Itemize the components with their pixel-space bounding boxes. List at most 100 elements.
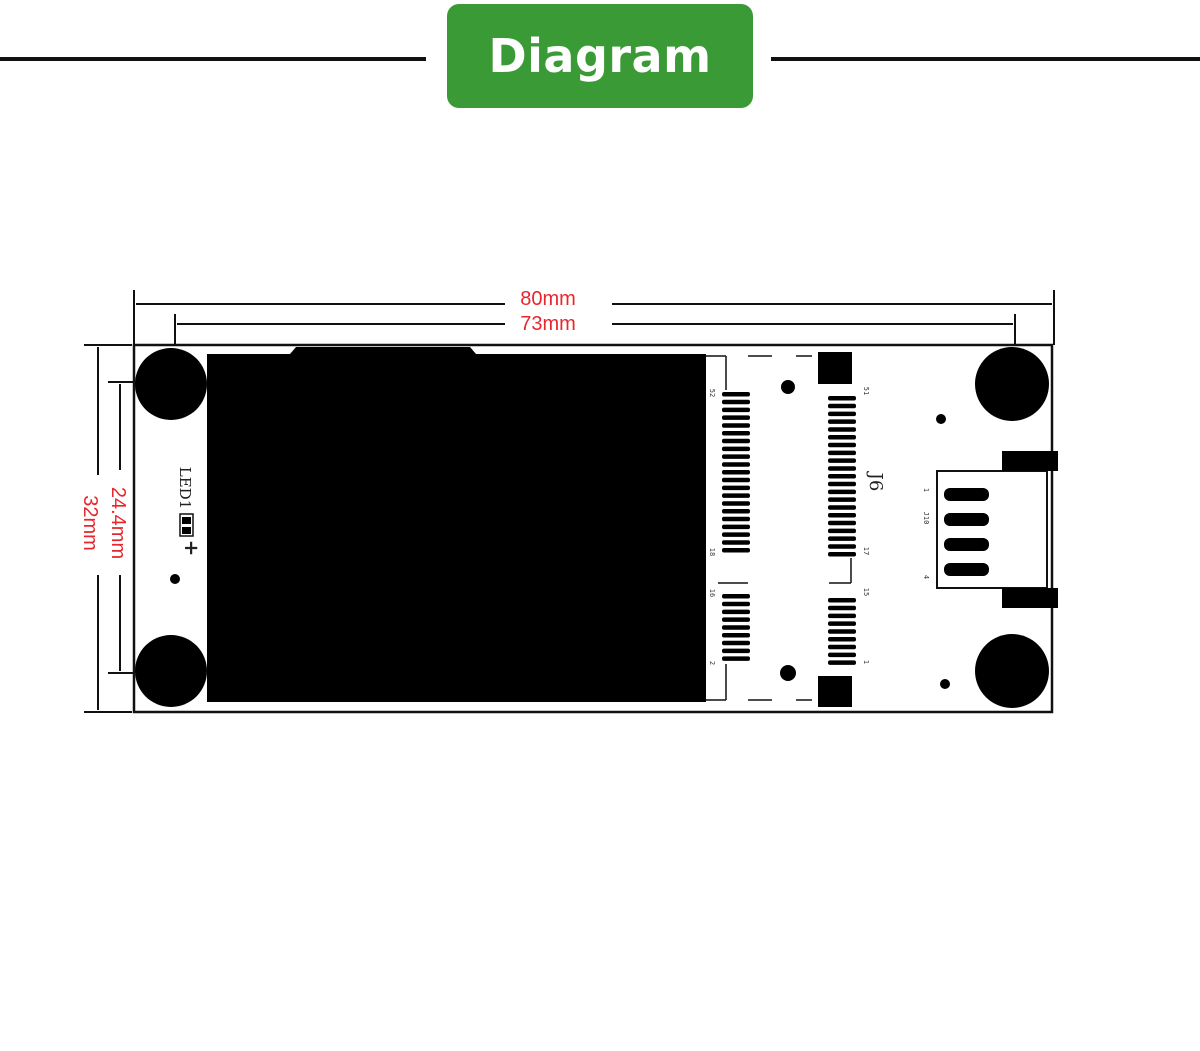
connector-pad [828,458,856,463]
connector-pad [828,621,856,626]
svg-text:51: 51 [862,387,870,395]
led-footprint [179,513,194,537]
via-dot [940,679,950,689]
connector-pad [722,609,750,615]
connector-pad [722,392,750,397]
connector-pad [828,652,856,658]
connector-pad [828,513,856,518]
connector-pads-left-top [722,392,750,553]
connector-pad [722,423,750,428]
connector-pad [722,548,750,553]
connector-pad [828,411,856,417]
connector-anchor-top [818,352,852,384]
connector-pad [828,466,856,471]
connector-pad [722,454,750,459]
page-title: Diagram [488,29,712,83]
connector-pad [722,633,750,638]
connector-pad [828,396,856,401]
svg-text:18: 18 [708,548,716,556]
via-dot [936,414,946,424]
svg-text:1: 1 [862,660,870,664]
connector-pad [828,544,856,549]
connector-pad [722,594,750,599]
connector-pad [828,450,856,456]
connector-pad [722,438,750,444]
connector-pad [722,399,750,405]
module-block [207,347,706,702]
connector-pad [828,613,856,619]
mounting-hole-top-left [135,348,207,420]
via-dot [780,665,796,681]
connector-pad [722,540,750,545]
connector-pad [828,505,856,510]
connector-pad [828,481,856,487]
connector-pad [722,509,750,514]
led-label: LED1 [176,467,194,509]
connector-pad [722,415,750,420]
connector-anchor-bottom [818,676,852,707]
mounting-hole-bottom-right [975,634,1049,708]
height-32-label: 32mm [79,495,101,551]
mounting-hole-top-right [975,347,1049,421]
connector-pad [722,640,750,646]
connector-pad [828,489,856,495]
svg-text:15: 15 [862,588,870,596]
connector-pad [828,605,856,611]
connector-pad [828,403,856,409]
connector-pads-right-top [828,396,856,557]
svg-text:4: 4 [922,575,930,579]
connector-pad [722,516,750,522]
mounting-holes [135,347,1049,708]
connector-pad [828,474,856,479]
connector-pads-left-bottom [722,594,750,661]
connector-pad [722,501,750,506]
connector-pad [722,407,750,413]
connector-pad [722,656,750,661]
led-polarity: + [180,540,204,557]
j6-label: J6 [865,471,886,492]
connector-pad [828,629,856,634]
j10-label: J10 [922,512,930,525]
connector-pad [722,601,750,607]
connector-pad [722,462,750,467]
connector-pad [722,493,750,498]
via-dot [781,380,795,394]
connector-pad [828,435,856,440]
connector-pad [828,637,856,642]
connector-pad [722,648,750,654]
height-24-label: 24.4mm [107,487,129,559]
connector-pad [828,419,856,424]
svg-text:1: 1 [922,488,930,492]
connector-pad [828,520,856,526]
connector-pad [722,431,750,436]
connector-pads-right-bottom [828,598,856,665]
header-rule-right [771,57,1200,61]
usb-pin [944,538,989,551]
title-badge: Diagram [447,4,753,108]
header-rule-left [0,57,426,61]
connector-pad [722,470,750,475]
connector-pad [722,625,750,630]
connector-pad [828,442,856,448]
connector-pad [828,644,856,650]
connector-pad [828,536,856,541]
connector-pad [722,485,750,491]
width-80-label: 80mm [520,288,576,310]
mounting-hole-bottom-left [135,635,207,707]
connector-pad [828,660,856,665]
svg-text:52: 52 [708,389,716,397]
connector-pad [722,532,750,537]
usb-pin [944,563,989,576]
connector-pad [722,477,750,483]
usb-pin [944,488,989,501]
usb-pin [944,513,989,526]
connector-pad [828,528,856,534]
connector-pad [828,497,856,502]
connector-pad [828,598,856,603]
svg-text:17: 17 [862,547,870,555]
connector-pad [722,446,750,452]
connector-pad [828,427,856,432]
usb-connector [936,451,1058,608]
connector-pad [828,552,856,557]
